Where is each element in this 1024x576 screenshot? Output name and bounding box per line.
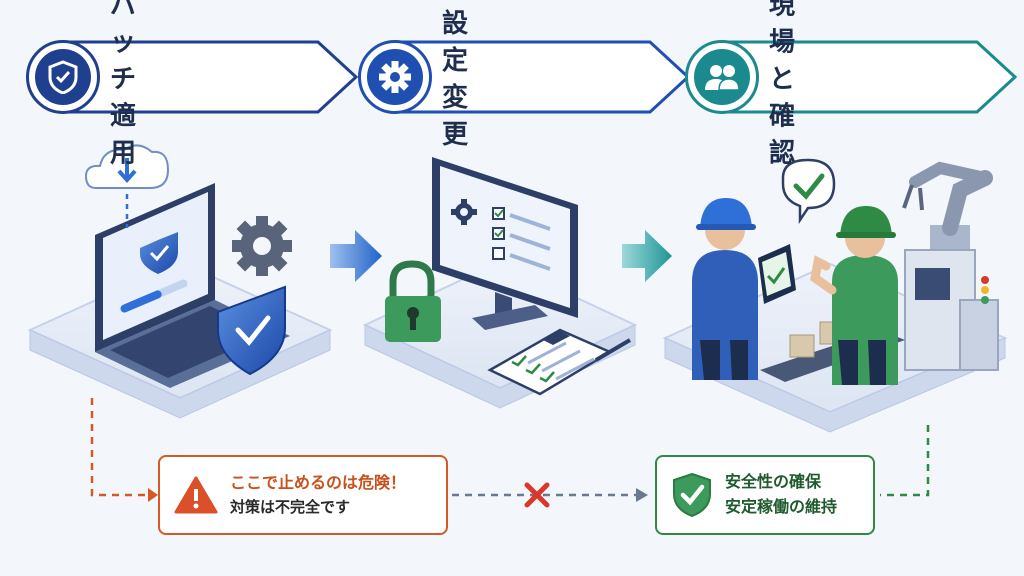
tablet: [758, 244, 796, 304]
banner-frame: [62, 40, 359, 114]
step-3-label: 現場と確認: [769, 0, 797, 169]
gear-icon: [379, 61, 411, 93]
shield-check-icon: [48, 60, 78, 94]
warning-connector: [90, 398, 150, 497]
step-3-badge: [685, 40, 759, 114]
shield-check-icon: [673, 472, 711, 518]
warning-icon: [174, 476, 218, 514]
warning-box: ここで止めるのは危険！ 対策は不完全です: [158, 455, 448, 535]
warning-title: ここで止めるのは危険！: [230, 472, 407, 492]
step-1-label: パッチ適用: [110, 0, 138, 169]
cloud-download-icon: [84, 144, 170, 228]
banner-frame: [721, 40, 1018, 114]
stop-connector-head: [636, 488, 648, 502]
cross-icon: [524, 482, 550, 508]
step-banner-3: 現場と確認: [685, 0, 1018, 169]
step-2-badge: [358, 40, 432, 114]
goal-line-1: 安全性の確保: [725, 472, 822, 492]
warning-connector-head: [148, 488, 158, 502]
warning-detail: 対策は不完全です: [230, 497, 351, 516]
people-icon: [705, 65, 740, 91]
flow-arrow-1: [330, 230, 382, 282]
step-banner-2: 設定変更: [358, 9, 691, 150]
padlock-icon: [385, 260, 441, 342]
goal-connector: [880, 425, 930, 497]
monitor: [432, 157, 578, 330]
worker-green: [810, 206, 898, 385]
step-banner-1: パッチ適用: [26, 0, 359, 169]
goal-line-2: 安定稼働の維持: [725, 497, 838, 516]
checklist-icon: [492, 207, 551, 271]
gear-icon: [232, 216, 292, 276]
banner-frame: [394, 40, 691, 114]
speech-bubble-check-icon: [781, 158, 836, 225]
gear-icon: [451, 199, 477, 225]
step-1-badge: [26, 40, 100, 114]
flow-arrow-2: [622, 230, 672, 282]
shield-check-icon: [217, 285, 286, 376]
clipboard-icon: [487, 328, 632, 396]
goal-box: 安全性の確保 安定稼働の維持: [655, 455, 875, 535]
worker-blue: [692, 198, 758, 380]
machine: [904, 249, 999, 371]
robot-arm: [902, 161, 993, 255]
step-2-label: 設定変更: [442, 9, 470, 150]
